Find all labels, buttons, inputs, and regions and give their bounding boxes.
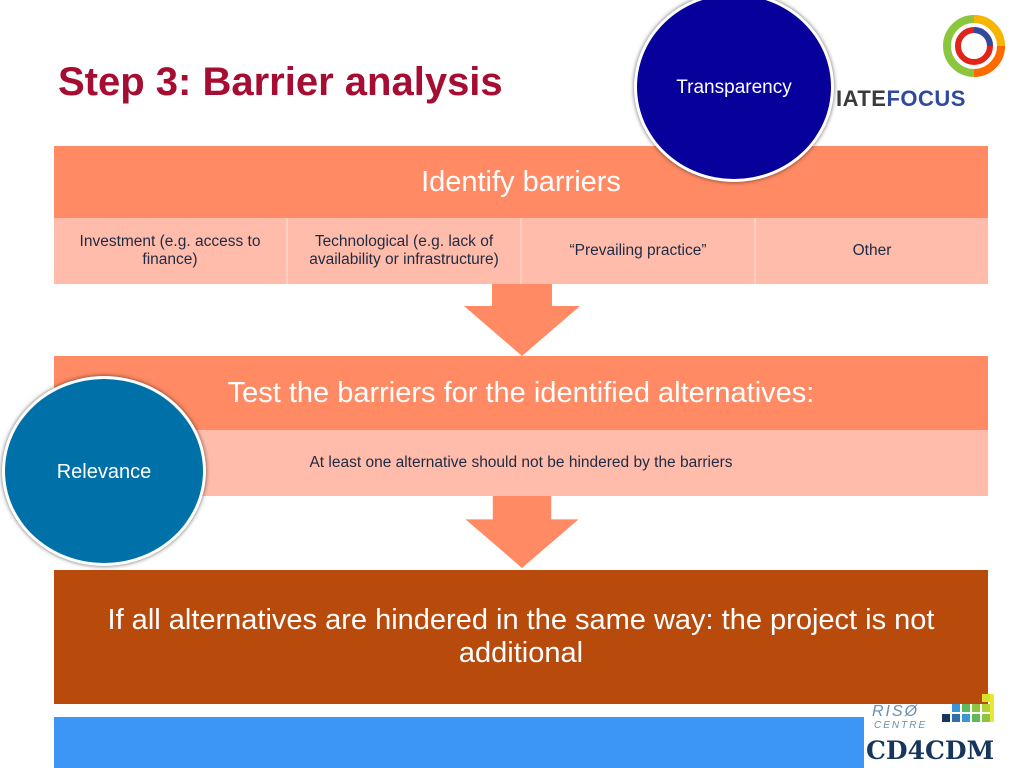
identify-barriers-header: Identify barriers [421, 166, 621, 198]
relevance-circle: Relevance [2, 376, 206, 566]
barrier-investment: Investment (e.g. access to finance) [54, 218, 286, 284]
barrier-prevailing-practice: “Prevailing practice” [522, 218, 754, 284]
transparency-circle: Transparency [634, 0, 834, 182]
test-barriers-header: Test the barriers for the identified alt… [227, 377, 815, 409]
slide-title: Step 3: Barrier analysis [58, 60, 503, 104]
logo-word-focus: FOCUS [886, 86, 966, 111]
riso-logo-text: RISØ [872, 703, 920, 720]
identify-barriers-box: Identify barriers Investment (e.g. acces… [54, 146, 988, 284]
riso-grid-logo [942, 694, 994, 722]
climate-focus-logo-text: IATEFOCUS [836, 88, 966, 110]
down-arrow-icon [465, 496, 579, 568]
test-barriers-criterion: At least one alternative should not be h… [54, 430, 988, 496]
riso-logo-subtext: CENTRE [874, 720, 928, 731]
footer-bar [54, 717, 864, 768]
climate-focus-ring-logo [943, 15, 1005, 77]
barrier-technological: Technological (e.g. lack of availability… [288, 218, 520, 284]
barrier-types-row: Investment (e.g. access to finance) Tech… [54, 218, 988, 284]
cd4cdm-logo: CD4CDM [866, 736, 995, 765]
test-barriers-box: Test the barriers for the identified alt… [54, 356, 988, 496]
barrier-other: Other [756, 218, 988, 284]
down-arrow-icon [464, 284, 580, 356]
logo-word-climate: IATE [836, 86, 887, 111]
conclusion-box: If all alternatives are hindered in the … [54, 570, 988, 704]
